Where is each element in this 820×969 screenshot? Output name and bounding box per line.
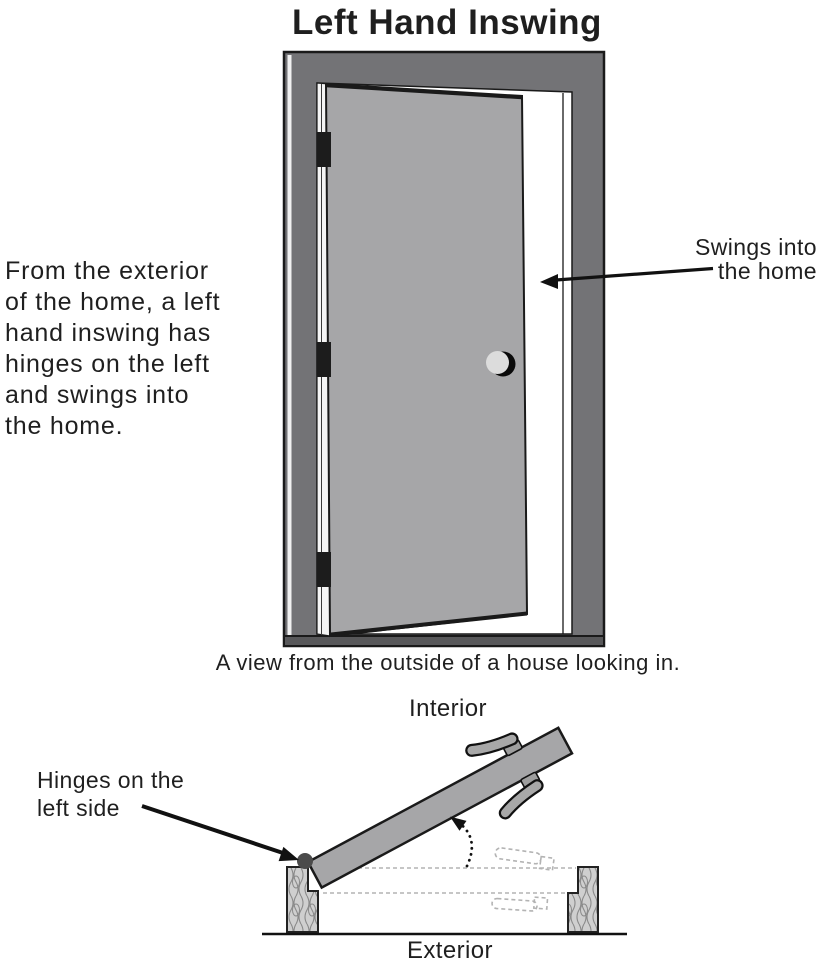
exterior-label: Exterior — [407, 937, 493, 964]
door-knob — [486, 351, 509, 374]
page-title: Left Hand Inswing — [292, 3, 602, 42]
hinge-pin — [297, 853, 313, 869]
hinge-label-arrow — [141, 804, 299, 862]
hinges-left-side-label: Hinges on the left side — [37, 767, 185, 821]
hinge-top — [316, 132, 331, 167]
closed-door-handle-dashed-exterior — [491, 896, 549, 912]
door-bottom-edge — [330, 611, 528, 637]
description-text: From the exterior of the home, a left ha… — [5, 257, 221, 440]
open-door-top-view — [306, 726, 574, 890]
top-view-diagram — [141, 726, 627, 936]
hinge-middle — [316, 342, 331, 377]
door-top-edge — [325, 83, 523, 100]
front-view-diagram — [282, 50, 714, 648]
door-bar — [306, 726, 574, 890]
door-handle-exterior — [498, 771, 544, 820]
front-view-caption: A view from the outside of a house looki… — [215, 650, 681, 675]
door-threshold — [283, 635, 605, 647]
swing-arrow — [540, 266, 714, 289]
right-jamb-post — [567, 866, 599, 933]
interior-label: Interior — [409, 695, 487, 722]
hinge-bottom — [316, 552, 331, 587]
left-jamb-post — [286, 866, 319, 933]
frame-edge-highlight — [287, 55, 292, 641]
closed-door-handle-dashed-interior — [494, 847, 556, 872]
swings-into-home-label: Swings into the home — [694, 234, 817, 284]
swing-direction-arrow — [450, 816, 474, 868]
door-handle-interior — [465, 732, 523, 757]
